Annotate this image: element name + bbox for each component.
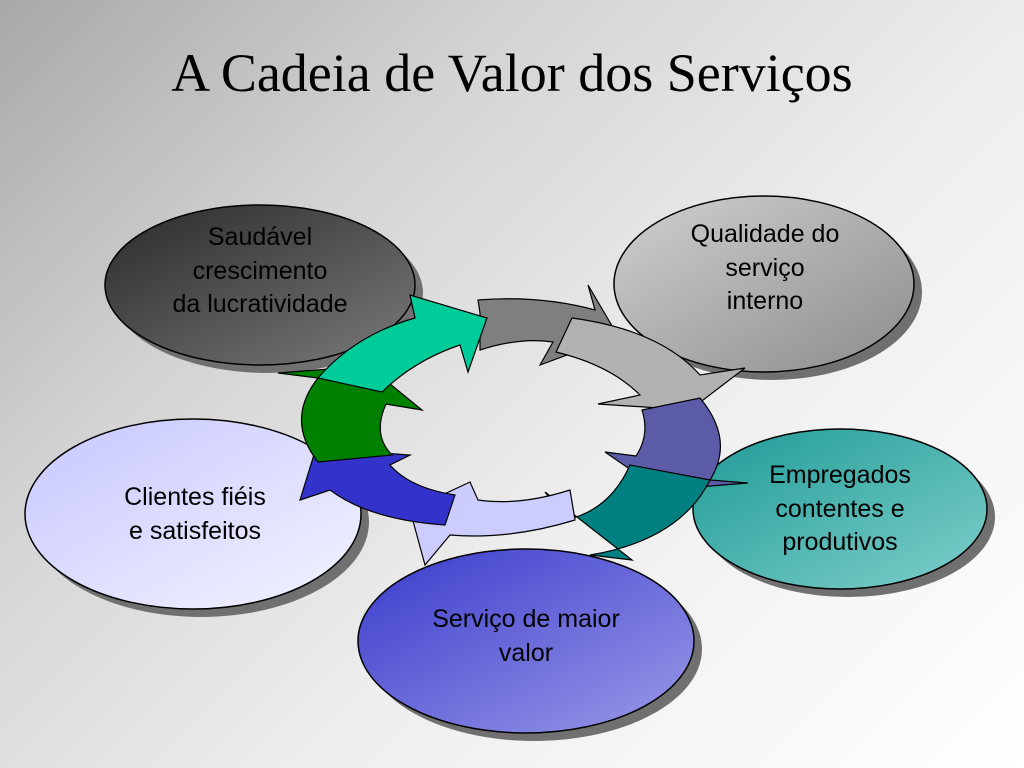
- node-empregados: Empregados contentes e produtivos: [769, 461, 911, 556]
- node-servico: Serviço de maior valor: [432, 605, 620, 667]
- node-clientes: Clientes fiéis e satisfeitos: [124, 483, 266, 545]
- page-title: A Cadeia de Valor dos Serviços: [171, 43, 853, 103]
- node-empregados-shape: [692, 428, 988, 590]
- node-clientes-shape: [24, 418, 362, 610]
- node-qualidade: Qualidade do serviço interno: [690, 220, 840, 315]
- arrow-mint: [316, 294, 488, 393]
- node-lucratividade-shape: [104, 204, 416, 366]
- arrow-green: [277, 365, 425, 463]
- node-lucratividade: Saudável crescimento da lucratividade: [172, 223, 348, 318]
- node-qualidade-shape: [613, 195, 915, 373]
- node-servico-shape: [357, 548, 695, 734]
- arrow-teal: [544, 464, 711, 561]
- arrow-lightgray: [555, 317, 746, 411]
- arrow-blue: [299, 447, 456, 526]
